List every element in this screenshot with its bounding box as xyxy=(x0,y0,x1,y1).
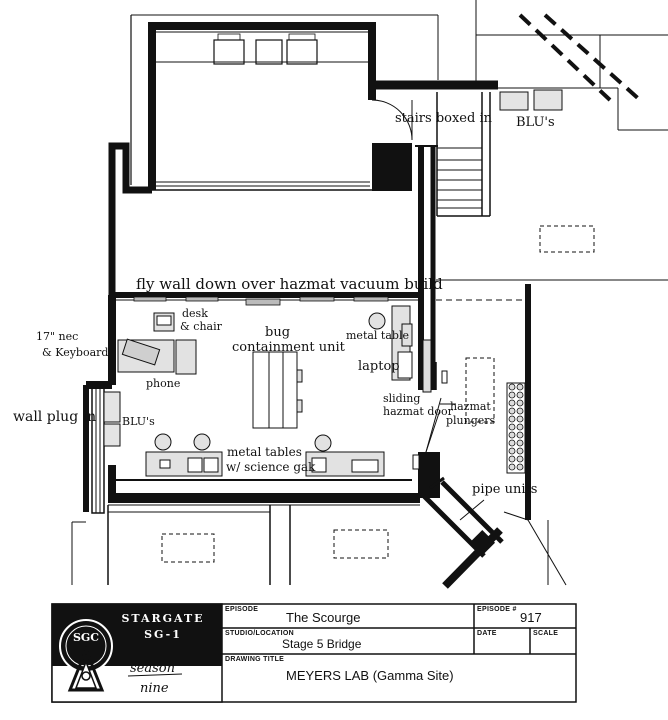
episode-header: EPISODE xyxy=(225,606,258,613)
label-metal-tables: metal tables xyxy=(227,445,302,459)
drawing-title-header: DRAWING TITLE xyxy=(225,656,284,663)
label-plungers: plungers xyxy=(446,414,496,427)
sgc-emblem-icon: SGC xyxy=(59,619,113,692)
label-blus-left: BLU's xyxy=(122,415,155,428)
scale-header: SCALE xyxy=(533,630,558,637)
label-stairs: stairs boxed in xyxy=(395,111,493,126)
label-phone: phone xyxy=(146,377,180,390)
studio-value: Stage 5 Bridge xyxy=(282,637,362,651)
logo-subtitle: SG-1 xyxy=(144,628,182,641)
drawing-title-value: MEYERS LAB (Gamma Site) xyxy=(286,668,454,683)
label-hazmat: hazmat xyxy=(450,400,491,413)
label-chair: & chair xyxy=(180,320,223,333)
episode-number-header: EPISODE # xyxy=(477,606,517,613)
season-label: season xyxy=(130,661,175,676)
date-header: DATE xyxy=(477,630,497,637)
label-containment: containment unit xyxy=(232,340,346,355)
title-block: STARGATE SG-1 SGC season nine EPISODE Th… xyxy=(51,603,577,703)
lab-furniture xyxy=(117,305,420,477)
plan-linework xyxy=(71,0,668,589)
lab-stools xyxy=(154,312,386,452)
logo-badge-text: SGC xyxy=(73,631,99,644)
label-pipe-units: pipe units xyxy=(472,482,537,497)
label-blus-top: BLU's xyxy=(516,115,555,130)
label-hazmat-door: hazmat door xyxy=(383,405,454,418)
label-fly-wall: fly wall down over hazmat vacuum build xyxy=(136,275,443,293)
label-laptop: laptop xyxy=(358,359,400,374)
label-metal-table: metal table xyxy=(346,329,409,342)
studio-header: STUDIO/LOCATION xyxy=(225,630,294,637)
logo-title: STARGATE xyxy=(121,612,204,625)
label-nec: 17" nec xyxy=(36,330,78,343)
label-wall-plug: wall plug in xyxy=(13,409,96,425)
label-desk: desk xyxy=(182,307,208,320)
label-bug: bug xyxy=(265,325,290,340)
label-science-gak: w/ science gak xyxy=(226,460,316,474)
episode-number-value: 917 xyxy=(520,610,542,625)
label-keyboard: & Keyboard xyxy=(42,346,108,359)
season-number: nine xyxy=(140,681,169,696)
label-sliding: sliding xyxy=(383,392,420,405)
pipe-unit-circles xyxy=(508,383,524,471)
episode-value: The Scourge xyxy=(286,610,360,625)
